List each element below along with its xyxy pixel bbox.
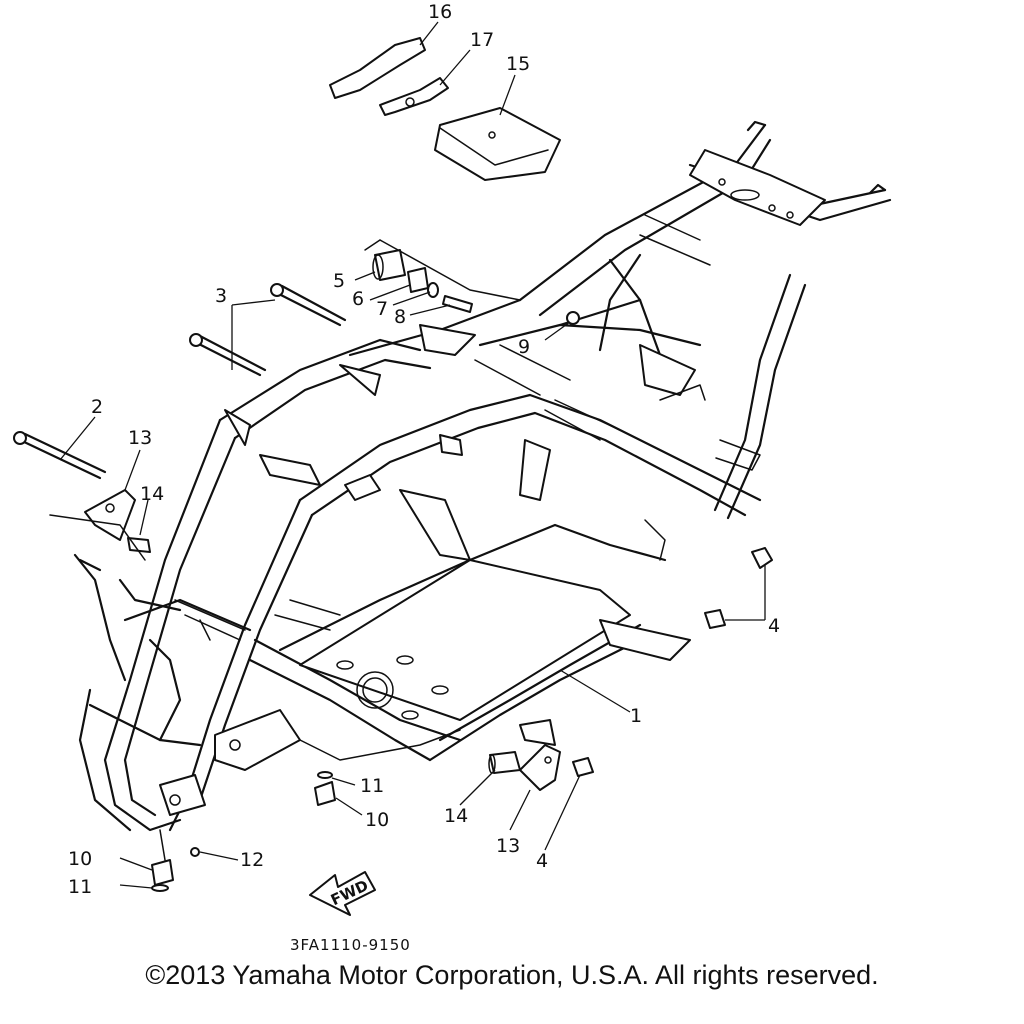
callout-13-upper: 13 [128,427,152,449]
part-5-collar [372,249,406,281]
callout-3: 3 [215,285,227,307]
drawing-code: 3FA1110-9150 [290,936,411,954]
part-4-nut-upper [751,547,773,569]
callout-6: 6 [352,288,364,310]
leader-lines [59,21,766,889]
callout-4-lower: 4 [536,850,548,872]
part-11-washer-lower [151,884,169,892]
callout-15: 15 [506,53,530,75]
part-13-bracket-upper [84,489,136,541]
callout-4-mid: 4 [768,615,780,637]
callout-labels: 16 17 15 5 6 7 8 3 2 13 14 9 4 1 14 13 4… [68,1,780,898]
callout-9: 9 [518,336,530,358]
callout-10-lower: 10 [68,848,92,870]
callout-16: 16 [428,1,452,23]
callout-7: 7 [376,298,388,320]
part-14-bushing-upper [127,537,151,553]
part-12-clip [190,847,200,857]
callout-2: 2 [91,396,103,418]
callout-17: 17 [470,29,494,51]
part-16-cover [329,37,426,99]
callout-5: 5 [333,270,345,292]
callout-8: 8 [394,306,406,328]
part-4-nut-mid [704,609,726,629]
callout-1: 1 [630,705,642,727]
part-13-bracket-lower [519,744,561,791]
part-14-bushing-lower [488,751,521,774]
callout-14-upper: 14 [140,483,164,505]
copyright-notice: ©2013 Yamaha Motor Corporation, U.S.A. A… [145,960,879,990]
callout-10-mid: 10 [365,809,389,831]
callout-11-mid: 11 [360,775,384,797]
part-15-pad [434,107,561,181]
frame-assembly [73,120,892,832]
part-4-nut-lower [572,757,594,777]
part-10-damper-lower [151,859,174,886]
callout-13-lower: 13 [496,835,520,857]
callout-12: 12 [240,849,264,871]
part-9-bolt [566,311,580,325]
part-6-bushing [407,267,429,293]
part-7-washer [427,282,439,298]
fwd-arrow: FWD [309,871,376,916]
callout-14-lower: 14 [444,805,468,827]
callout-11-lower: 11 [68,876,92,898]
part-8-bolt [442,295,473,313]
part-11-washer-mid [317,771,333,779]
part-2-bolt [13,431,107,480]
part-10-damper-mid [314,781,336,806]
part-17-bracket [379,77,449,116]
